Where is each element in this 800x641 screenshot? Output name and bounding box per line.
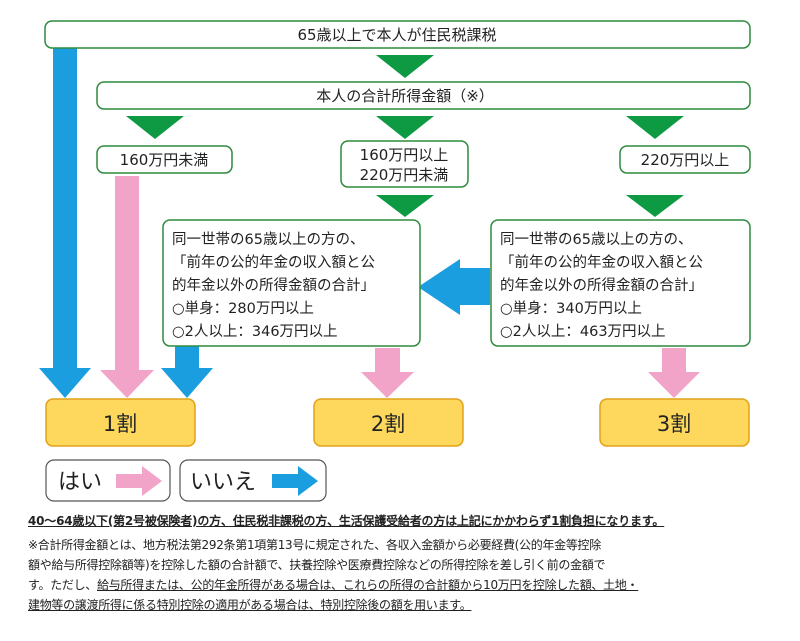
branch-mid-text-2: 220万円未満: [360, 166, 449, 184]
green-arrows: [126, 55, 684, 217]
branch-high-text: 220万円以上: [641, 151, 730, 169]
result-3-box: 3割: [599, 398, 750, 447]
income-text: 本人の合計所得金額（※）: [316, 87, 494, 105]
result-2-box: 2割: [313, 398, 464, 447]
right-detail-line1: 同一世帯の65歳以上の方の、: [500, 231, 692, 248]
pink-arrow-low: [100, 176, 154, 398]
legend-no-arrow: [272, 466, 318, 496]
top-condition-text: 65歳以上で本人が住民税課税: [297, 26, 496, 44]
green-arrow-mid-to-detail: [376, 195, 434, 217]
note-line-4: 建物等の譲渡所得に係る特別控除の適用がある場合は、特別控除後の額を用います。: [28, 598, 472, 612]
legend-no: いいえ: [179, 459, 327, 502]
right-detail-line4: ○単身：340万円以上: [500, 300, 642, 317]
pink-arrows: [100, 176, 700, 398]
green-arrow-high-to-detail: [626, 195, 684, 217]
green-arrow-top: [376, 55, 434, 78]
result-2-text: 2割: [371, 412, 405, 436]
right-detail-box: 同一世帯の65歳以上の方の、 「前年の公的年金の収入額と公 的年金以外の所得金額…: [490, 219, 751, 347]
blue-arrow-center-down: [161, 345, 213, 398]
right-detail-line2: 「前年の公的年金の収入額と公: [500, 254, 703, 271]
branch-mid-box: 160万円以上 220万円未満: [340, 140, 469, 188]
legend-no-text: いいえ: [190, 470, 256, 495]
left-detail-line3: 的年金以外の所得金額の合計」: [172, 277, 375, 294]
branch-high-box: 220万円以上: [619, 145, 751, 174]
result-1-text: 1割: [103, 412, 137, 436]
bold-note: 40〜64歳以下(第2号被保険者)の方、住民税非課税の方、生活保護受給者の方は上…: [28, 514, 665, 528]
blue-arrow-right-to-left: [418, 259, 490, 315]
branch-low-text: 160万円未満: [120, 151, 209, 169]
green-arrow-high: [626, 116, 684, 139]
green-arrow-low: [126, 116, 184, 139]
note-line-3: す。ただし、給与所得または、公的年金所得がある場合は、これらの所得の合計額から1…: [28, 575, 780, 595]
note-line-3-a: す。ただし、: [28, 578, 98, 592]
flow-diagram: 65歳以上で本人が住民税課税 本人の合計所得金額（※） 160万円未満 160万…: [39, 20, 751, 502]
pink-arrow-mid: [361, 348, 414, 398]
right-detail-line3: 的年金以外の所得金額の合計」: [500, 277, 703, 294]
pink-arrow-high: [648, 348, 700, 398]
right-detail-line5: ○2人以上：463万円以上: [500, 323, 666, 340]
notes-section: 40〜64歳以下(第2号被保険者)の方、住民税非課税の方、生活保護受給者の方は上…: [28, 512, 780, 615]
branch-mid-text-1: 160万円以上: [360, 146, 449, 164]
income-box: 本人の合計所得金額（※）: [96, 81, 751, 110]
result-3-text: 3割: [657, 412, 691, 436]
left-detail-line1: 同一世帯の65歳以上の方の、: [172, 231, 364, 248]
green-arrow-mid: [376, 116, 434, 139]
result-1-box: 1割: [45, 398, 196, 447]
left-detail-box: 同一世帯の65歳以上の方の、 「前年の公的年金の収入額と公 的年金以外の所得金額…: [162, 219, 421, 347]
note-line-2: 額や給与所得控除額等)を控除した額の合計額で、扶養控除や医療費控除などの所得控除…: [28, 558, 606, 572]
legend-yes-arrow: [116, 466, 162, 496]
left-detail-line2: 「前年の公的年金の収入額と公: [172, 254, 375, 271]
left-detail-line5: ○2人以上：346万円以上: [172, 323, 338, 340]
blue-arrows: [39, 47, 490, 398]
blue-arrow-left-down: [39, 47, 91, 398]
branch-low-box: 160万円未満: [96, 145, 233, 174]
legend-yes-text: はい: [58, 470, 102, 495]
left-detail-line4: ○単身：280万円以上: [172, 300, 314, 317]
top-condition-box: 65歳以上で本人が住民税課税: [44, 20, 751, 49]
note-line-1: ※合計所得金額とは、地方税法第292条第1項第13号に規定された、各収入金額から…: [28, 538, 601, 552]
note-line-3-b: 給与所得または、公的年金所得がある場合は、これらの所得の合計額から10万円を控除…: [97, 578, 639, 592]
legend-yes: はい: [45, 459, 171, 502]
